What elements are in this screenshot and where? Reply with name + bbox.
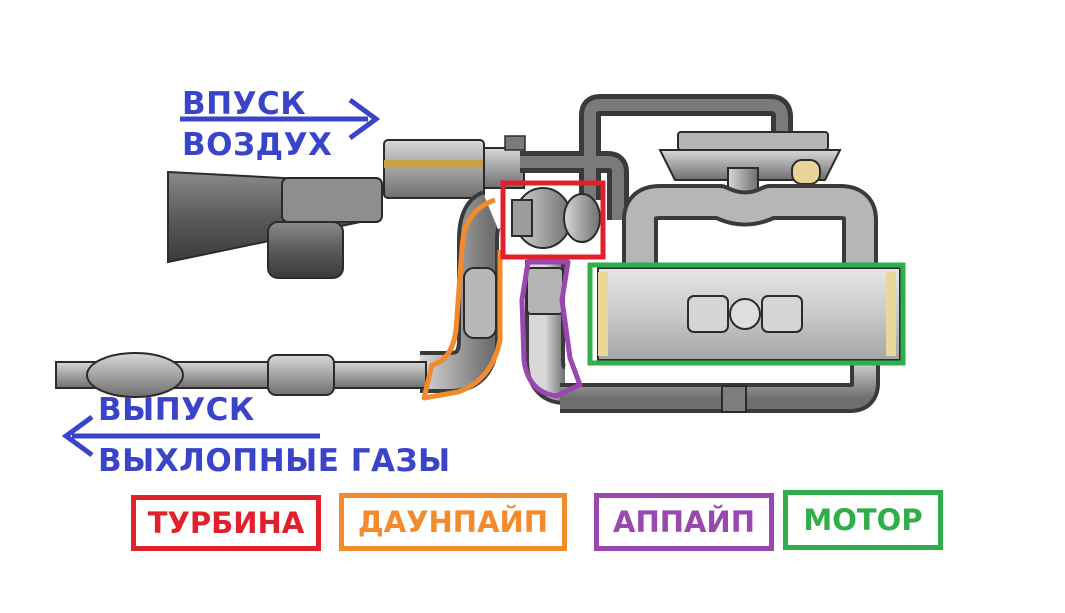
exhaust-manifold [622,184,878,268]
piston-left [687,295,729,333]
legend-engine: МОТОР [783,490,943,550]
muffler [86,352,184,398]
turbo-inlet [511,199,533,237]
up-pipe-flange [526,267,564,315]
legend-downpipe: ДАУНПАЙП [339,493,567,551]
exhaust-arrow [61,414,320,458]
legend-uppipe-label: АППАЙП [613,505,755,539]
exhaust-line [55,352,427,398]
intake-clamp [504,135,526,151]
legend-downpipe-label: ДАУНПАЙП [357,505,549,539]
engine-highlight [587,262,906,366]
legend-uppipe: АППАЙП [594,493,774,551]
exhaust-label-line2: ВЫХЛОПНЫЕ ГАЗЫ [98,443,451,479]
down-pipe [420,190,502,393]
engine-block [597,267,901,361]
engine-gasket-left [598,272,608,356]
airbox-filter-strip [384,160,484,168]
crankshaft [729,298,761,330]
intake-label-line2: ВОЗДУХ [182,127,333,163]
airbox-housing [383,139,485,199]
piston-right [761,295,803,333]
turbine-highlight [500,180,606,260]
resonator-box [267,221,344,279]
downpipe-highlight [421,197,503,401]
resonator [267,354,335,396]
lower-pipe [560,360,880,413]
engine-gasket-right [886,272,896,356]
bellows-joint [721,385,747,413]
legend-turbine: ТУРБИНА [131,495,321,551]
intake-label-line1: ВПУСК [182,86,307,122]
air-filter-box [281,177,383,223]
sensor [791,159,821,185]
up-pipe [525,260,567,405]
legend-turbine-label: ТУРБИНА [147,506,305,540]
exhaust-label-line1: ВЫПУСК [98,392,255,428]
catalyst [463,267,497,339]
legend-engine-label: МОТОР [803,503,923,537]
charge-pipe [520,94,793,220]
turbocharger [511,187,601,249]
uppipe-highlight [519,259,583,399]
turbo-turbine [563,193,601,243]
intake-arrow [180,97,381,141]
throttle-body [677,131,829,151]
